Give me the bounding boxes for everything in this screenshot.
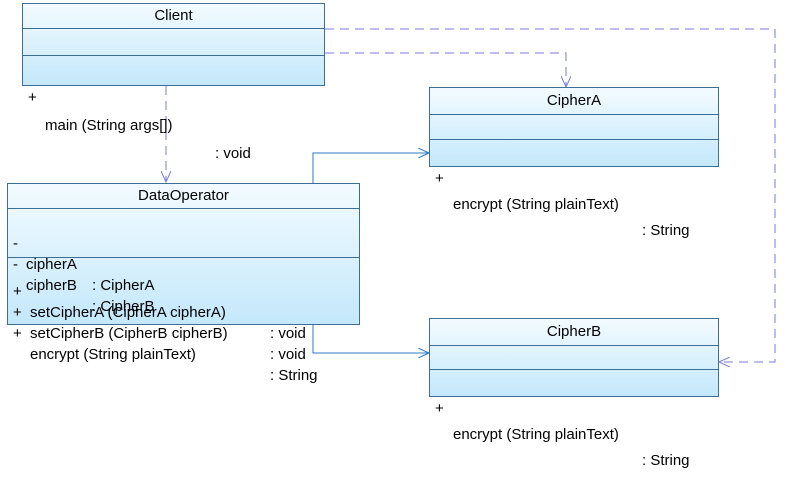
class-client[interactable]: Client + main (String args[]) : void xyxy=(22,3,325,162)
operation-row: + encrypt (String plainText) : String xyxy=(13,325,318,384)
operations-compartment: + encrypt (String plainText) : String xyxy=(430,140,718,239)
attributes-compartment: - cipherA : CipherA - cipherB : CipherB xyxy=(8,209,359,315)
operation-row: + setCipherA (CipherA cipherA) : void xyxy=(13,283,306,342)
attributes-compartment xyxy=(23,29,324,56)
operations-compartment: + encrypt (String plainText) : String xyxy=(430,370,718,469)
class-dataoperator[interactable]: DataOperator - cipherA : CipherA - ciphe… xyxy=(7,183,360,384)
association-dataoperator-to-ciphera xyxy=(312,153,429,183)
dependency-client-to-ciphera xyxy=(325,52,566,87)
attribute-row: - cipherB : CipherB xyxy=(13,256,155,315)
class-ciphera[interactable]: CipherA + encrypt (String plainText) : S… xyxy=(429,87,719,239)
operation-row: + setCipherB (CipherB cipherB) : void xyxy=(13,304,306,363)
operation-row: + main (String args[]) : void xyxy=(28,89,251,162)
class-name: DataOperator xyxy=(8,184,359,209)
association-dataoperator-to-cipherb xyxy=(312,325,429,353)
relationship-lines xyxy=(0,28,776,404)
operation-row: + encrypt (String plainText) : String xyxy=(435,400,690,469)
attribute-row: - cipherA : CipherA xyxy=(13,235,155,294)
class-name: Client xyxy=(23,4,324,29)
operations-compartment: + main (String args[]) : void xyxy=(23,56,324,162)
class-name: CipherA xyxy=(430,88,718,115)
operation-row: + encrypt (String plainText) : String xyxy=(435,170,690,239)
class-name: CipherB xyxy=(430,319,718,346)
attributes-compartment xyxy=(430,346,718,370)
attributes-compartment xyxy=(430,115,718,140)
class-cipherb[interactable]: CipherB + encrypt (String plainText) : S… xyxy=(429,318,719,469)
dependency-client-to-cipherb xyxy=(325,28,776,362)
operations-compartment: + setCipherA (CipherA cipherA) : void + … xyxy=(8,258,359,384)
